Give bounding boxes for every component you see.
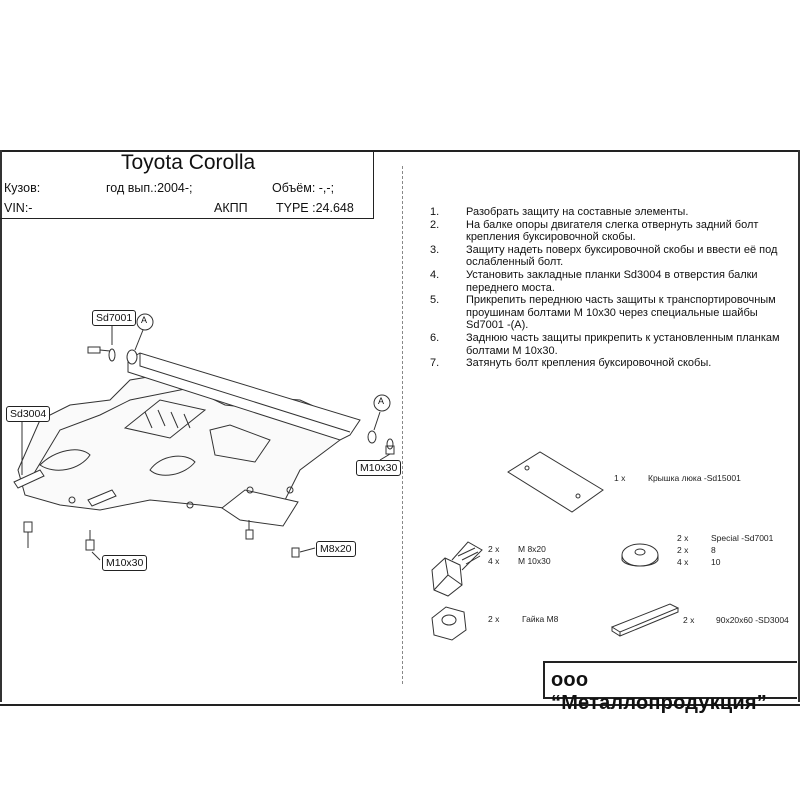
sheet-left-border xyxy=(0,150,2,702)
nut-part-icon xyxy=(431,606,467,641)
instruction-step: 4.Установить закладные планки Sd3004 в о… xyxy=(430,268,758,294)
washer-name-2: 8 xyxy=(711,545,716,555)
label-m8x20: M8x20 xyxy=(316,541,356,557)
bolt-m8-left xyxy=(245,520,254,540)
drawing-sheet-frame xyxy=(0,150,800,706)
bolt-qty-1: 2 x xyxy=(488,544,500,554)
hatch-cover xyxy=(221,489,299,527)
bolt-m8-right xyxy=(291,547,300,558)
engine-volume: Объём: -,-; xyxy=(272,181,335,195)
callout-a-right xyxy=(373,394,391,412)
bolt-rear-mid xyxy=(85,530,95,551)
washer-name-3: 10 xyxy=(711,557,721,567)
callout-a-left xyxy=(136,313,154,331)
hatch-opening xyxy=(209,424,271,463)
production-year: год вып.:2004-; xyxy=(106,181,193,195)
bolt-name-1: M 8x20 xyxy=(518,544,546,554)
washer-qty-3: 4 x xyxy=(677,557,689,567)
washer-part-icon xyxy=(621,543,659,567)
label-m10x30-right: M10x30 xyxy=(356,460,402,476)
plate-qty: 2 x xyxy=(683,615,695,625)
instruction-step: 3.Защиту надеть поверх буксировочной ско… xyxy=(430,243,778,269)
bolt-front-left xyxy=(87,346,138,365)
body-label: Кузов: xyxy=(4,181,41,195)
callout-a-right-text: A xyxy=(378,396,385,406)
column-divider xyxy=(402,166,403,684)
hatch-qty: 1 x xyxy=(614,473,626,483)
washer-qty-2: 2 x xyxy=(677,545,689,555)
bolt-name-2: M 10x30 xyxy=(518,556,551,566)
vehicle-model-title: Toyota Corolla xyxy=(121,151,256,174)
callout-a-left-text: A xyxy=(141,315,148,325)
washer-name-1: Special -Sd7001 xyxy=(711,533,774,543)
mounting-plate-left xyxy=(13,469,45,489)
title-block xyxy=(0,150,374,219)
instruction-step: 1.Разобрать защиту на составные элементы… xyxy=(430,206,689,218)
skid-plate-outline xyxy=(17,369,346,511)
label-sd7001: Sd7001 xyxy=(92,310,137,326)
company-name: ооо “Металлопродукция” xyxy=(551,669,767,714)
hatch-name: Крышка люка -Sd15001 xyxy=(648,473,741,483)
company-stamp: ооо “Металлопродукция” xyxy=(543,661,797,714)
vin-label: VIN:- xyxy=(4,201,33,215)
label-m10x30-left: M10x30 xyxy=(102,555,148,571)
plate-part-icon xyxy=(610,603,680,637)
bolt-part-icon xyxy=(431,541,483,597)
mounting-plate-right xyxy=(87,489,117,507)
hatch-cover-part-icon xyxy=(507,451,604,513)
vent-slots xyxy=(123,399,207,439)
instruction-step: 7.Затянуть болт крепления буксировочной … xyxy=(430,357,712,370)
bolt-rear-left xyxy=(23,521,33,548)
instruction-step: 6.Заднюю часть защиты прикрепить к устан… xyxy=(430,331,780,357)
installation-instructions: 1.Разобрать защиту на составные элементы… xyxy=(430,206,790,370)
label-sd3004: Sd3004 xyxy=(6,406,51,422)
plate-name: 90x20x60 -SD3004 xyxy=(716,615,789,625)
washer-qty-1: 2 x xyxy=(677,533,689,543)
nut-name: Гайка М8 xyxy=(522,614,559,624)
sheet-right-border xyxy=(798,150,800,702)
transmission-type: АКПП xyxy=(214,201,248,215)
instruction-step: 2.На балке опоры двигателя слегка отверн… xyxy=(430,218,759,244)
instruction-step: 5.Прикрепить переднюю часть защиты к тра… xyxy=(430,294,776,332)
product-type-code: TYPE :24.648 xyxy=(276,201,354,215)
nut-qty: 2 x xyxy=(488,614,500,624)
bolt-front-right xyxy=(367,430,395,455)
bolt-qty-2: 4 x xyxy=(488,556,500,566)
